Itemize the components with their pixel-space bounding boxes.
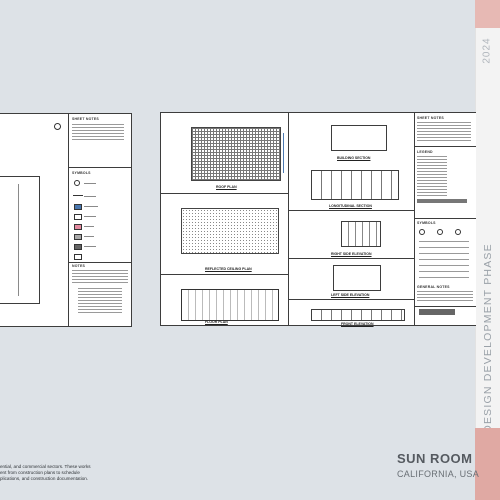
pink-swatch bbox=[74, 224, 82, 230]
building-section-drawing bbox=[331, 125, 387, 151]
notes-heading: NOTES bbox=[72, 264, 86, 268]
longitudinal-section-drawing bbox=[311, 170, 399, 200]
drawing-sheet-left: SHEET NOTES SYMBOLS NOTES bbox=[0, 113, 132, 327]
project-description: ential, and commercial sectors. These wo… bbox=[0, 464, 115, 483]
symbols-heading: SYMBOLS bbox=[72, 171, 91, 175]
right-elevation-title: RIGHT SIDE ELEVATION bbox=[331, 252, 372, 256]
accent-bar-bottom bbox=[475, 428, 500, 500]
sheet-notes-heading: SHEET NOTES bbox=[417, 116, 444, 120]
accent-bar-top bbox=[475, 0, 500, 28]
project-title: SUN ROOM bbox=[397, 451, 473, 466]
front-elevation-title: FRONT ELEVATION bbox=[341, 322, 374, 326]
description-line: ent from construction plans to schedule bbox=[0, 470, 80, 476]
project-location: CALIFORNIA, USA bbox=[397, 469, 480, 479]
floor-plan-drawing bbox=[181, 289, 279, 321]
general-notes-heading: GENERAL NOTES bbox=[417, 285, 450, 289]
drawing-sheet-main: ROOF PLAN REFLECTED CEILING PLAN FLOOR P… bbox=[160, 112, 476, 326]
description-line: ential, and commercial sectors. These wo… bbox=[0, 464, 91, 469]
year-label: 2024 bbox=[482, 36, 493, 64]
north-arrow-icon bbox=[54, 123, 61, 130]
longitudinal-section-title: LONGITUDINAL SECTION bbox=[329, 204, 372, 208]
ceiling-plan-title: REFLECTED CEILING PLAN bbox=[205, 267, 252, 271]
left-elevation-title: LEFT SIDE ELEVATION bbox=[331, 293, 370, 297]
right-elevation-drawing bbox=[341, 221, 381, 247]
building-section-title: BUILDING SECTION bbox=[337, 156, 371, 160]
left-elevation-drawing bbox=[333, 265, 381, 291]
symbols-heading: SYMBOLS bbox=[417, 221, 436, 225]
ceiling-plan-drawing bbox=[181, 208, 279, 254]
phase-label: DESIGN DEVELOPMENT PHASE bbox=[481, 242, 494, 433]
floor-plan-title: FLOOR PLAN bbox=[205, 320, 228, 324]
roof-plan-title: ROOF PLAN bbox=[216, 185, 237, 189]
roof-plan-drawing bbox=[191, 127, 281, 181]
description-line: plications, and construction documentati… bbox=[0, 476, 89, 482]
site-outline bbox=[0, 176, 40, 304]
front-elevation-drawing bbox=[311, 309, 405, 321]
sheet-notes-heading: SHEET NOTES bbox=[72, 117, 99, 121]
legend-heading: LEGEND bbox=[417, 150, 433, 154]
